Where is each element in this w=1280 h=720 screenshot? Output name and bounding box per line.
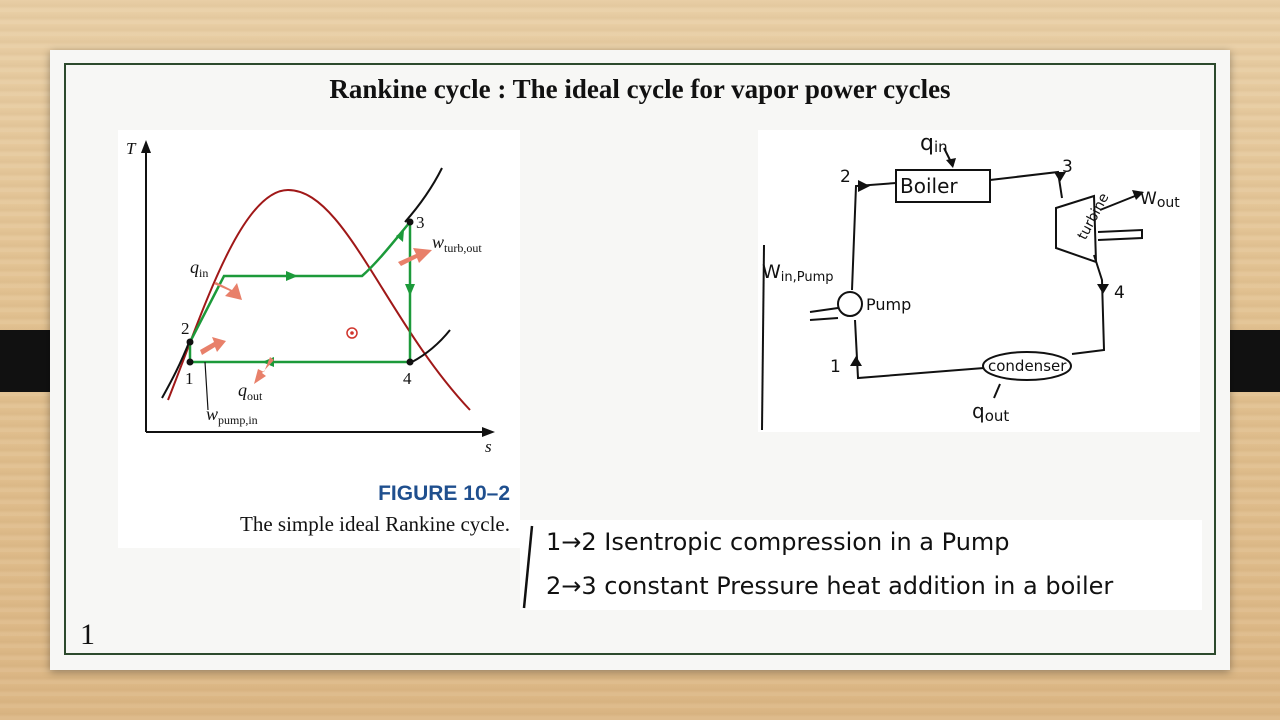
t-axis-label: T [126,139,137,158]
note-line-2: 2→3 constant Pressure heat addition in a… [546,572,1114,600]
figure-label: FIGURE 10–2 [378,482,510,505]
figure-caption: The simple ideal Rankine cycle. [240,512,510,536]
slide-frame [64,63,1216,655]
state-label-2: 2 [840,167,851,187]
q-in-label: qin [920,131,948,156]
state-label-4: 4 [403,369,412,388]
state-label-4: 4 [1114,283,1125,303]
flow-arrow-4-icon [1097,284,1109,294]
q-out-arrow-icon [254,357,274,384]
cycle-arrow-top-icon [286,271,298,281]
turbine-shaft [1097,228,1143,241]
state-point-2 [186,338,194,346]
q-out-label: qout [972,399,1009,425]
pump-shaft [809,307,839,321]
low-pressure-liquid-line [161,339,191,399]
pipe-pump-to-boiler [851,182,897,291]
s-axis-arrow-icon [482,427,495,437]
pipe-turbine-to-condenser [1071,254,1106,355]
pump-label: Pump [866,295,911,314]
pipe-condenser-to-pump [854,319,985,380]
slide-title: Rankine cycle : The ideal cycle for vapo… [329,74,951,104]
q-out-label: qout [238,380,263,403]
w-turb-label: wturb,out [432,232,482,255]
flow-arrow-2-icon [858,180,870,192]
panel-left-stroke [761,244,765,431]
ts-diagram-panel [118,130,520,548]
note-line-1: 1→2 Isentropic compression in a Pump [546,528,1010,556]
flow-arrow-1-icon [850,356,862,366]
w-out-leader [1099,193,1141,211]
cycle-arrow-right-icon [405,284,415,296]
w-pump-label: wpump,in [206,404,258,427]
q-out-leader [993,383,1001,399]
pump-shape [837,291,863,317]
q-in-label: qin [190,257,208,280]
condenser-shape [982,351,1072,381]
w-pump-arrow-icon [200,337,226,355]
state-point-4 [406,358,414,366]
cursor-ring-icon [346,327,358,339]
w-out-arrowhead-icon [1132,190,1144,200]
w-out-label: Wout [1140,189,1180,211]
t-axis-arrow-icon [141,140,151,153]
cycle-arrow-superheat-icon [396,230,404,242]
boiler-box [895,169,991,203]
saturation-dome [167,188,471,411]
state-point-3 [406,218,414,226]
high-pressure-vapor-line [404,167,443,223]
slide-number: 1 [80,618,95,651]
cursor-dot-icon [350,331,354,335]
q-in-arrow-icon [214,282,242,300]
state-label-2: 2 [181,319,190,338]
flow-arrow-3-icon [1054,172,1066,182]
q-in-arrowhead-icon [946,158,956,168]
condenser-label: condenser [988,357,1067,375]
schematic-panel [758,130,1200,432]
w-in-pump-label: Win,Pump [762,261,834,285]
low-pressure-vapor-line [411,329,451,363]
w-turb-arrow-icon [398,248,432,266]
boiler-label: Boiler [900,174,958,198]
state-label-1: 1 [185,369,194,388]
state-label-3: 3 [1062,157,1073,177]
state-label-1: 1 [830,357,841,377]
w-pump-leader-line [204,361,209,411]
notes-panel [520,520,1202,610]
turbine-shape [1055,194,1098,264]
s-axis-label: s [485,437,492,456]
notes-vertical-stroke [522,525,534,609]
state-label-3: 3 [416,213,425,232]
state-point-1 [186,358,194,366]
